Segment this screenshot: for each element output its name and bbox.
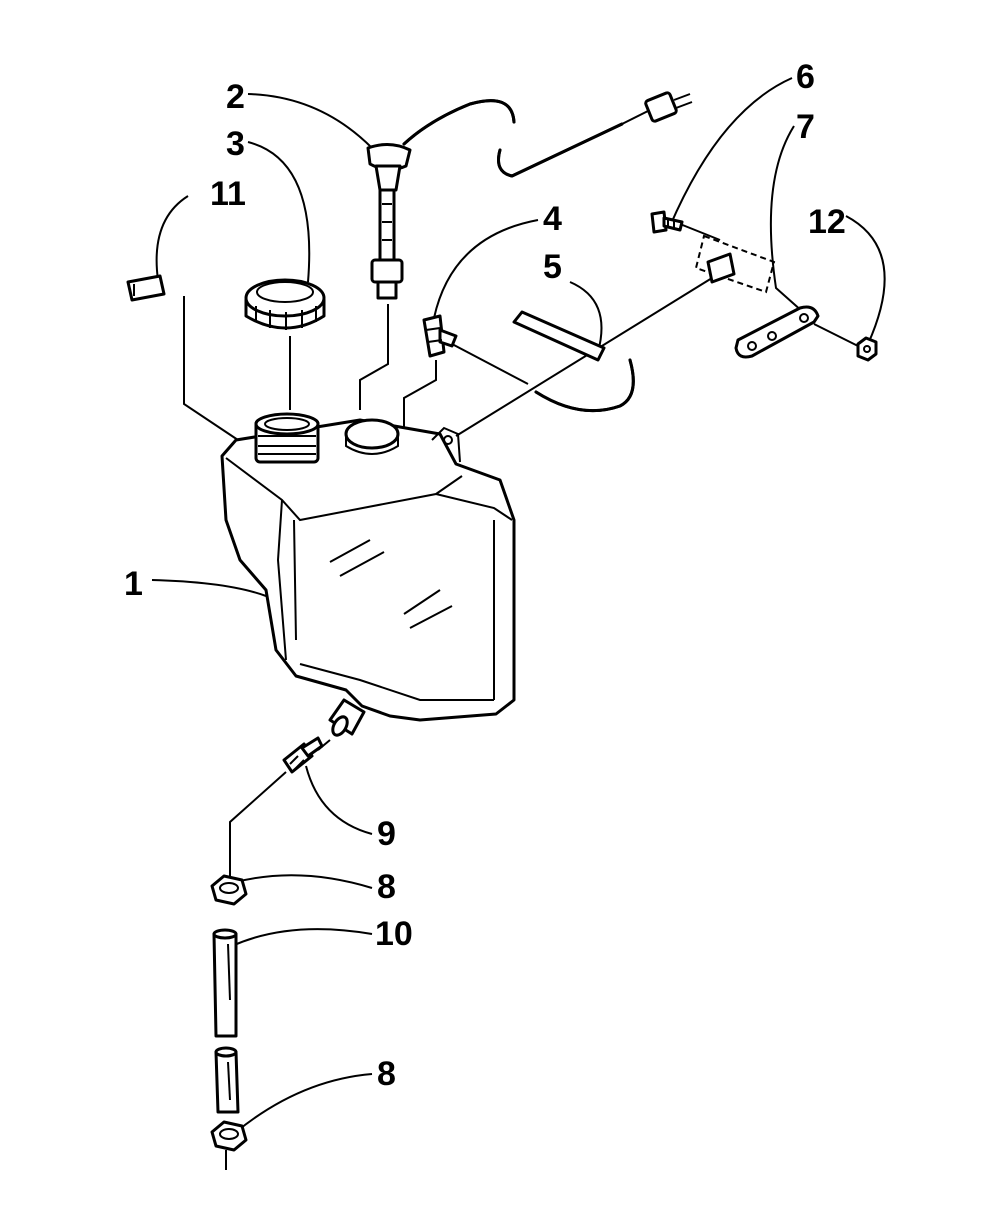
part-9-hose-fitting [282, 736, 324, 774]
callout-9: 9 [377, 815, 396, 853]
assembly-line-hose [451, 343, 529, 385]
assembly-line-4 [403, 360, 437, 428]
tank-highlight [329, 539, 453, 629]
callout-10: 10 [375, 915, 413, 953]
part-8-clamp-upper [210, 874, 248, 906]
part-4-elbow-fitting [422, 314, 458, 358]
tank-inner-rib [293, 519, 495, 700]
sender-boss [344, 418, 400, 455]
part-2-level-sensor [366, 91, 693, 300]
leader-9 [305, 765, 373, 835]
callout-2: 2 [226, 78, 245, 116]
tank-side-edge [435, 493, 513, 521]
tank-top-edge [225, 457, 463, 522]
leader-3 [247, 141, 311, 283]
callout-5: 5 [543, 248, 562, 286]
callout-12: 12 [808, 203, 846, 241]
part-5-vent-hose [512, 310, 635, 413]
callout-4: 4 [543, 200, 562, 238]
assembly-line-bracket [455, 277, 713, 437]
part-7-bracket [694, 234, 820, 359]
callout-7: 7 [796, 108, 815, 146]
callout-8-upper: 8 [377, 868, 396, 906]
leader-8-lower [235, 1073, 373, 1133]
tank-mount-hole [443, 435, 453, 445]
part-10-oil-line [212, 928, 240, 1114]
part-8-clamp-lower [210, 1120, 248, 1152]
callout-1: 1 [124, 565, 143, 603]
tank-bottom-edge [299, 663, 494, 701]
tank-body [220, 418, 516, 722]
part-1-oil-tank [220, 412, 516, 737]
tank-front-edge [276, 499, 287, 661]
leader-12 [845, 215, 886, 345]
leader-5 [569, 281, 603, 353]
assembly-line-nut [813, 323, 863, 349]
leader-lines [151, 77, 886, 1170]
leader-2 [247, 93, 373, 149]
part-6-bolt [650, 210, 684, 234]
part-11-decal [126, 274, 166, 302]
leader-7 [769, 125, 813, 321]
part-12-nut [856, 336, 878, 362]
outlet-spout [328, 698, 366, 737]
leader-8-upper [235, 874, 373, 889]
leader-4 [433, 219, 539, 319]
leader-6 [669, 77, 793, 227]
leader-10 [231, 928, 373, 947]
leader-11 [155, 195, 189, 281]
filler-neck [254, 412, 320, 464]
callout-3: 3 [226, 125, 245, 163]
assembly-line-11 [183, 296, 239, 441]
callout-6: 6 [796, 58, 815, 96]
assembly-line-9 [229, 771, 287, 878]
assembly-line-bolt [679, 223, 721, 241]
tank-mount-tab [431, 426, 461, 463]
callout-11: 11 [210, 175, 246, 213]
part-3-filler-cap [244, 278, 326, 330]
leader-1 [151, 579, 267, 597]
callout-8-lower: 8 [377, 1055, 396, 1093]
assembly-line-2 [359, 304, 389, 410]
